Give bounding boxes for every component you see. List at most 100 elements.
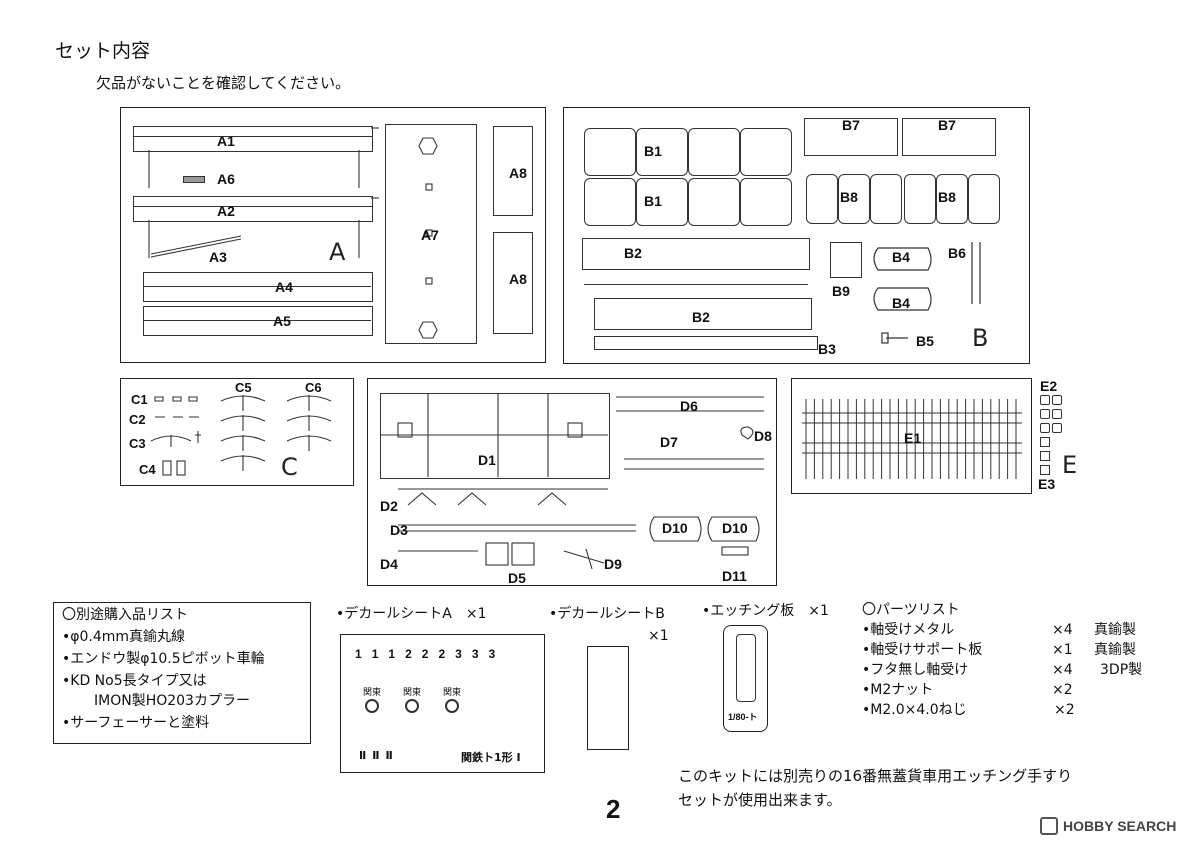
parts-list-title: 〇パーツリスト (862, 602, 960, 618)
label-b7-right: B7 (938, 117, 956, 133)
label-a8-top: A8 (509, 165, 527, 181)
label-d9: D9 (604, 556, 622, 572)
label-b9: B9 (832, 283, 850, 299)
separate-list-title: 〇別途購入品リスト (62, 607, 188, 623)
parts-list-material: 真鍮製 (1094, 642, 1136, 658)
parts-list-name: •軸受けサポート板 (862, 642, 983, 658)
decal-b-count: ×1 (648, 628, 669, 644)
etching-title: •エッチング板 ×1 (702, 603, 829, 619)
label-a8-bottom: A8 (509, 271, 527, 287)
sheet-a-sprue (148, 127, 379, 258)
label-c3: C3 (129, 436, 146, 451)
label-a7: A7 (421, 227, 439, 243)
label-c1: C1 (131, 392, 148, 407)
label-b4-top: B4 (892, 249, 910, 265)
decal-number: 1 (371, 647, 379, 661)
decal-emblem-icon (365, 699, 379, 713)
decal-b-title: •デカールシートB (549, 606, 665, 622)
decal-number: 1 (388, 647, 396, 661)
label-d2: D2 (380, 498, 398, 514)
parts-list-name: •M2ナット (862, 682, 934, 698)
part-b2-top (582, 238, 810, 270)
label-d11: D11 (722, 568, 747, 584)
label-d10-left: D10 (662, 520, 688, 536)
separate-list-item: IMON製HO203カプラー (94, 693, 250, 709)
decal-number: 2 (438, 647, 446, 661)
label-d5: D5 (508, 570, 526, 586)
label-e2: E2 (1040, 378, 1058, 394)
sheet-letter-b: B (972, 324, 989, 352)
parts-sheet-d: D1 D2 D3 D4 D5 D6 D7 D8 D9 D10 D10 D11 (367, 378, 777, 586)
label-d6: D6 (680, 398, 698, 414)
label-b8-left: B8 (840, 189, 858, 205)
decal-number: 3 (471, 647, 479, 661)
decal-number: 3 (455, 647, 462, 661)
part-b7-right (902, 118, 996, 156)
decal-number: 1 (355, 647, 362, 661)
part-b2-bottom (594, 298, 812, 330)
sheet-letter-a: A (329, 238, 346, 266)
parts-sheet-b: B1 B1 B2 B2 B3 B4 B4 B5 B6 B7 B7 B8 B8 B… (563, 107, 1030, 364)
part-d1 (380, 393, 610, 479)
label-c5: C5 (235, 380, 252, 395)
decal-number: 2 (421, 647, 429, 661)
label-c4: C4 (139, 462, 156, 477)
label-b2-top: B2 (624, 245, 642, 261)
label-c6: C6 (305, 380, 322, 395)
parts-list-qty: ×1 (1052, 642, 1073, 658)
parts-list-name: •M2.0×4.0ねじ (862, 702, 967, 718)
parts-list-name: •フタ無し軸受け (862, 662, 969, 678)
decal-emblem-icon (405, 699, 419, 713)
watermark-text: HOBBY SEARCH (1063, 818, 1177, 834)
label-b6: B6 (948, 245, 966, 261)
parts-sheet-a: A1 A2 A3 A4 A5 A6 A7 A8 A8 A (120, 107, 546, 363)
page-title: セット内容 (55, 40, 151, 62)
decal-mark: 関東 (363, 688, 382, 698)
label-d1: D1 (478, 452, 496, 468)
note-line: セットが使用出来ます。 (678, 791, 842, 809)
separate-list-item: •φ0.4mm真鍮丸線 (62, 629, 186, 645)
part-a2 (133, 196, 373, 222)
separate-list-item: •サーフェーサーと塗料 (62, 715, 210, 731)
page-subtitle: 欠品がないことを確認してください。 (96, 74, 351, 92)
label-d10-right: D10 (722, 520, 748, 536)
label-b1-bottom: B1 (644, 193, 662, 209)
parts-list-name: •軸受けメタル (862, 622, 955, 638)
hobby-search-watermark: HOBBY SEARCH (1040, 817, 1176, 835)
label-b2-bottom: B2 (692, 309, 710, 325)
decal-emblem-icon (445, 699, 459, 713)
etching-plate: 1/80-ト (723, 625, 768, 732)
label-a2: A2 (217, 203, 235, 219)
label-d3: D3 (390, 522, 408, 538)
label-a1: A1 (217, 133, 235, 149)
part-a4 (143, 272, 373, 302)
part-b9 (830, 242, 862, 278)
label-e3: E3 (1038, 476, 1056, 492)
label-b8-right: B8 (938, 189, 956, 205)
label-e1: E1 (904, 430, 922, 446)
parts-list-material: 真鍮製 (1094, 622, 1136, 638)
label-d4: D4 (380, 556, 398, 572)
label-d7: D7 (660, 434, 678, 450)
parts-list-qty: ×2 (1054, 702, 1075, 718)
sheet-letter-e: E (1062, 451, 1078, 479)
label-b3: B3 (818, 341, 836, 357)
page-number: 2 (606, 794, 621, 824)
part-a8-bottom (493, 232, 533, 334)
separate-purchase-list: 〇別途購入品リスト •φ0.4mm真鍮丸線 •エンドウ製φ10.5ピボット車輪 … (53, 602, 311, 744)
decal-a-title: •デカールシートA ×1 (336, 606, 487, 622)
sheet-e-grille (802, 399, 1022, 479)
parts-list-qty: ×4 (1052, 662, 1073, 678)
decal-sheet-b (587, 646, 629, 750)
label-a5: A5 (273, 313, 291, 329)
label-a6: A6 (217, 171, 235, 187)
label-a4: A4 (275, 279, 293, 295)
compatibility-note: このキットには別売りの16番無蓋貨車用エッチング手すり セットが使用出来ます。 (678, 764, 1072, 812)
label-b1-top: B1 (644, 143, 662, 159)
part-b3 (594, 336, 818, 350)
parts-list: •軸受けメタル ×4 真鍮製 •軸受けサポート板 ×1 真鍮製 •フタ無し軸受け… (862, 620, 1162, 720)
label-c2: C2 (129, 412, 146, 427)
part-b7-left (804, 118, 898, 156)
decal-mark: 関東 (403, 688, 422, 698)
label-b4-bottom: B4 (892, 295, 910, 311)
